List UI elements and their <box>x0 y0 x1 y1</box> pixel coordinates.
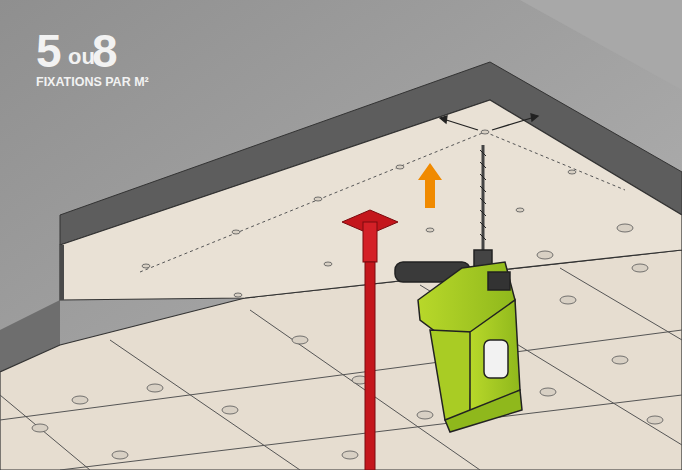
quantity-number: 8 <box>92 28 118 74</box>
conjunction-text: ou <box>68 46 95 68</box>
quantity-number: 5 <box>36 28 62 74</box>
unit-caption: FIXATIONS PAR M² <box>36 76 149 89</box>
telescopic-prop <box>342 210 398 470</box>
block-edge <box>60 245 64 300</box>
direction-arrow <box>418 163 442 208</box>
spacing-arrows <box>440 114 538 130</box>
slab-shade <box>0 0 682 90</box>
fixing-plugs <box>32 130 663 459</box>
spacing-guides <box>140 132 625 272</box>
hammer-drill <box>395 145 522 432</box>
